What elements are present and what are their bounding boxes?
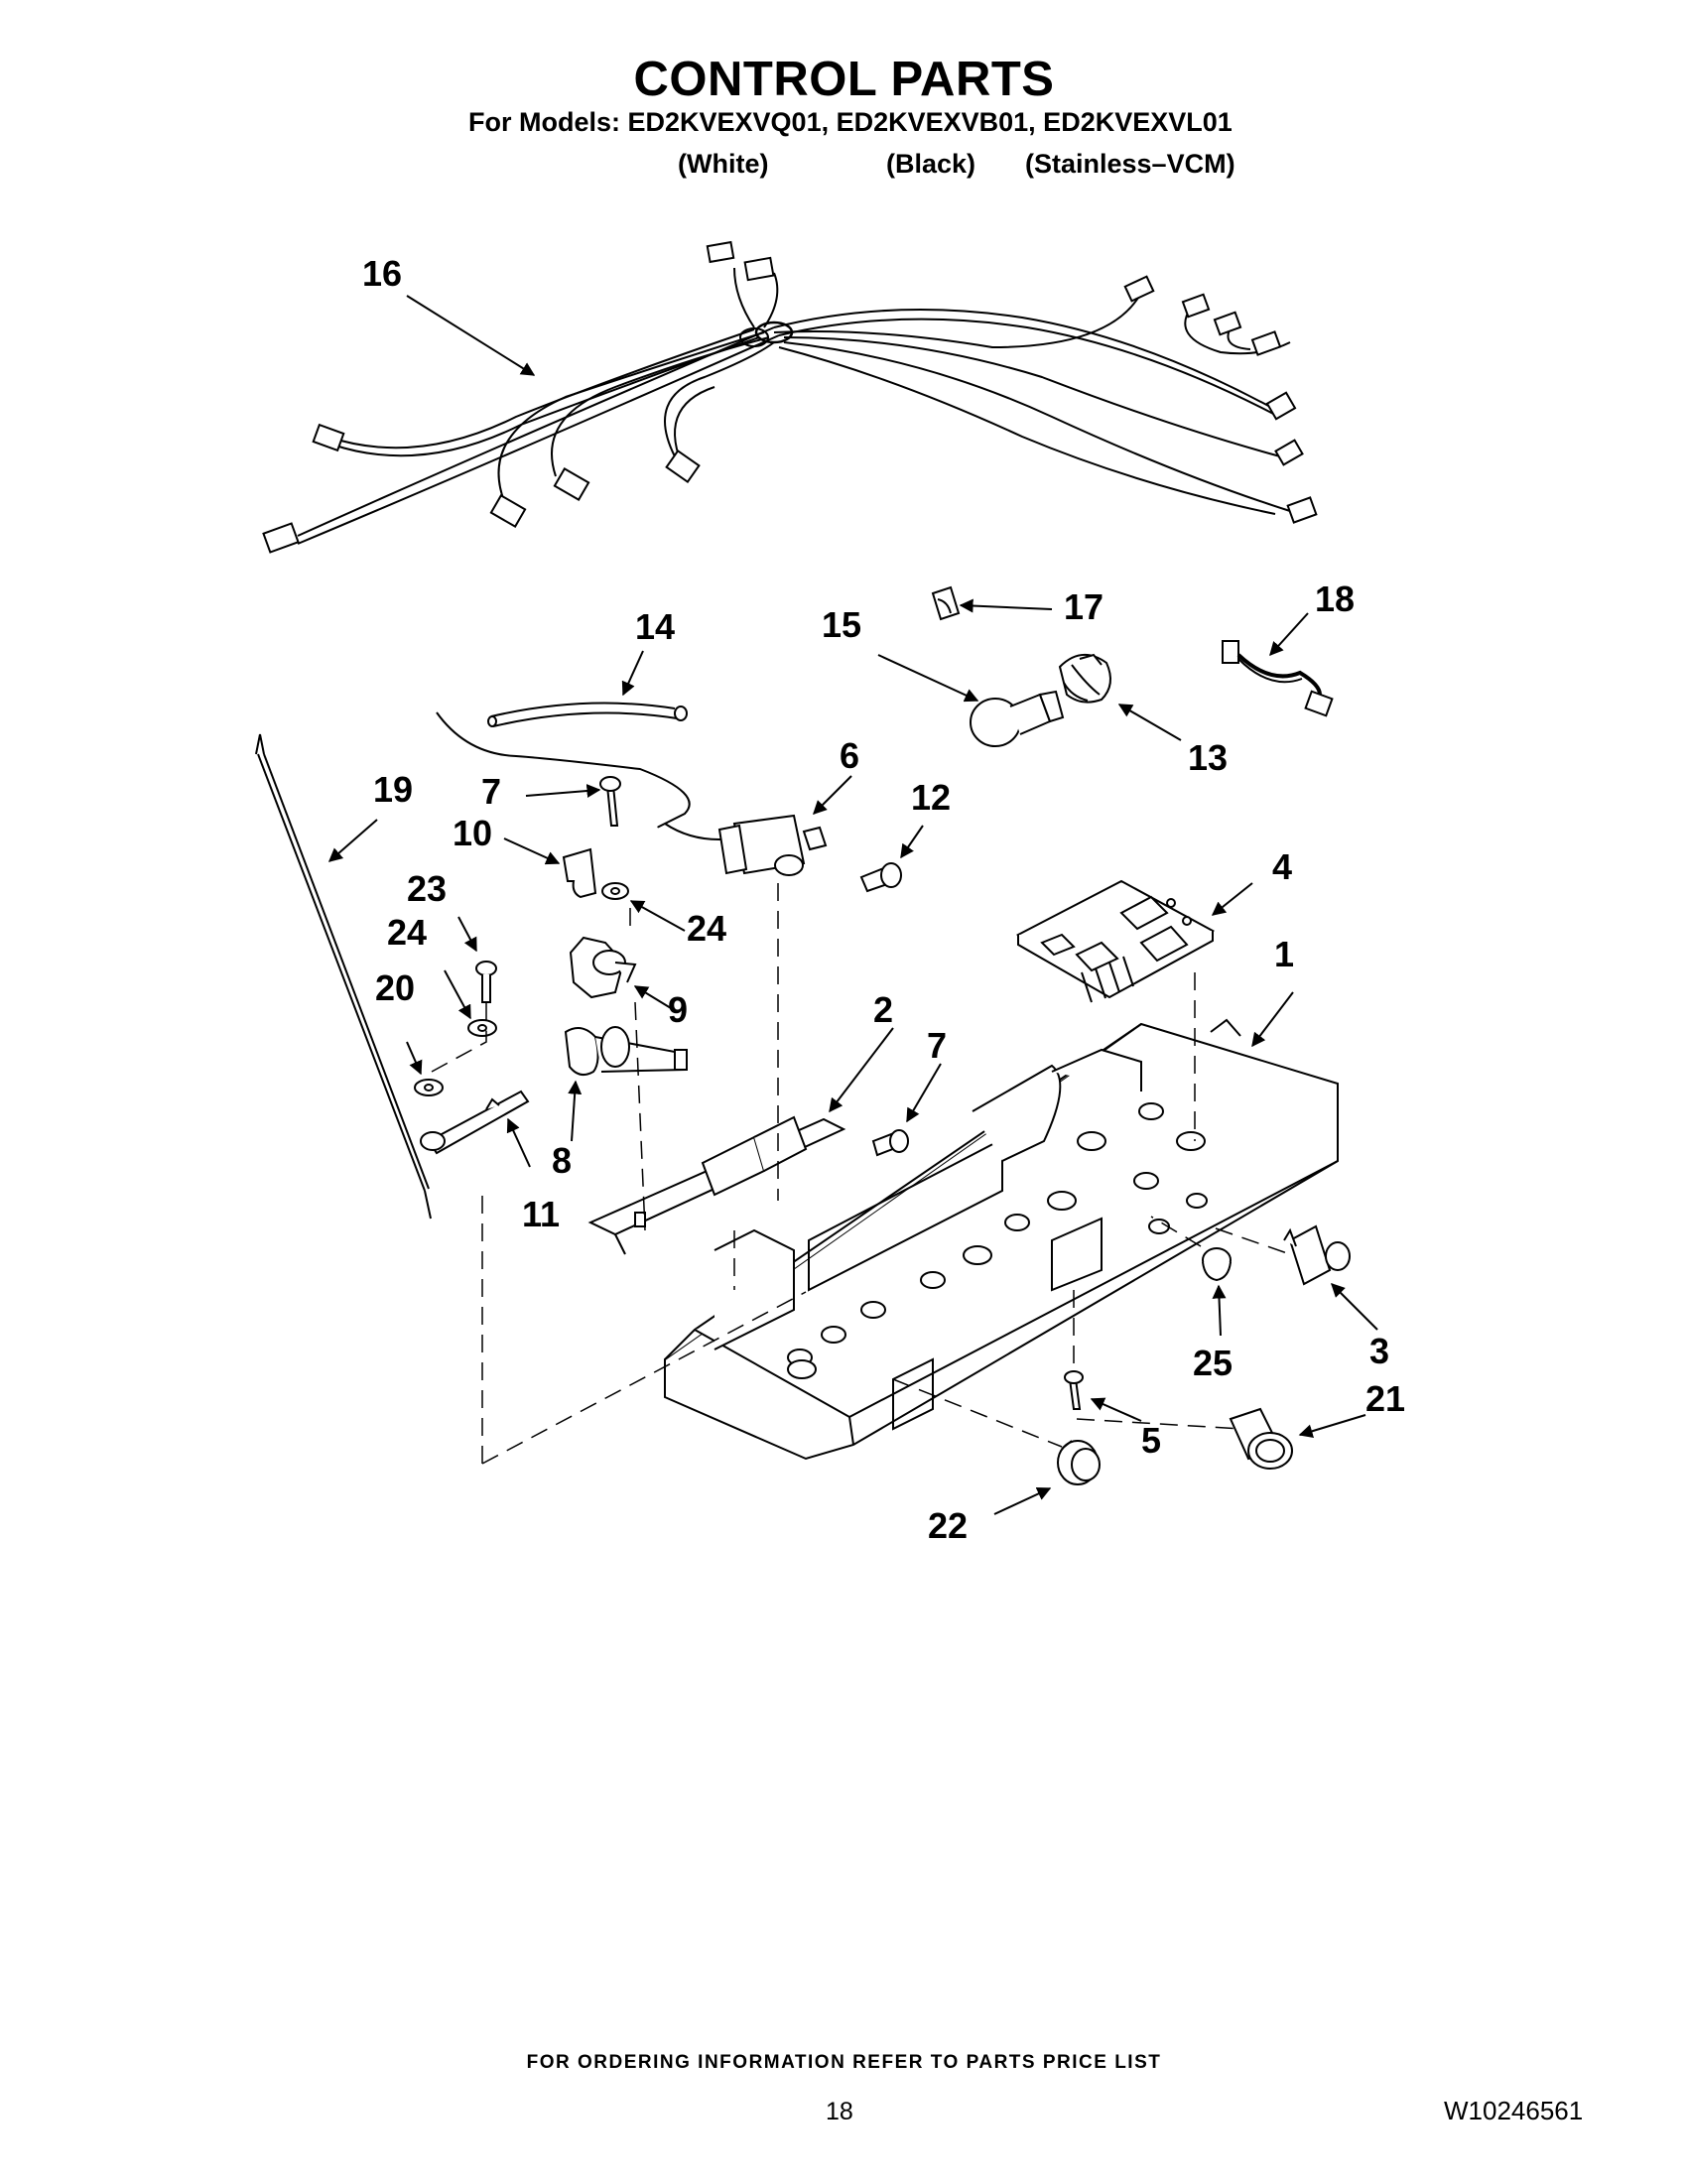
callout-21: 21 [1365, 1378, 1406, 1419]
callout-17: 17 [1064, 586, 1104, 627]
callout-9: 9 [668, 989, 689, 1030]
washer-upper-part [601, 882, 629, 900]
leader-arrows [327, 295, 1378, 1515]
callout-22: 22 [928, 1505, 969, 1546]
callout-23: 23 [407, 868, 448, 909]
screw-lower-part [871, 1129, 909, 1157]
color-stainless: (Stainless–VCM) [1025, 149, 1235, 179]
switch-part [1283, 1224, 1351, 1286]
screw-upper-part [599, 776, 621, 827]
callout-14: 14 [635, 606, 676, 647]
control-housing-part [664, 1018, 1339, 1461]
lamp-socket-clip-part [931, 585, 961, 621]
callout-8: 8 [552, 1140, 573, 1181]
model-list: For Models: ED2KVEXVQ01, ED2KVEXVB01, ED… [468, 107, 1233, 137]
callout-10: 10 [453, 813, 493, 853]
button-21-part [1229, 1407, 1293, 1470]
color-white: (White) [678, 149, 769, 179]
callout-1: 1 [1274, 934, 1295, 974]
callout-7-lower: 7 [927, 1025, 948, 1066]
callout-20: 20 [375, 967, 416, 1008]
callout-18: 18 [1315, 578, 1356, 619]
washer-20-part [414, 1079, 444, 1096]
ordering-note: FOR ORDERING INFORMATION REFER TO PARTS … [526, 2052, 1162, 2073]
damper-lever-part [420, 1090, 530, 1155]
callout-12: 12 [911, 777, 952, 818]
washer-lower-part [467, 1019, 497, 1037]
control-board-part [1015, 879, 1216, 1003]
button-22-part [1057, 1440, 1101, 1485]
mounting-bracket-part [587, 1115, 846, 1255]
callout-7-upper: 7 [481, 771, 502, 812]
callout-13: 13 [1188, 737, 1229, 778]
screw-5-part [1064, 1370, 1084, 1410]
bracket-part [569, 936, 637, 999]
tubing-part [487, 702, 688, 727]
callout-5: 5 [1141, 1420, 1162, 1461]
callout-15: 15 [822, 604, 862, 645]
harness-connectors [262, 240, 1318, 554]
damper-shaft-part [564, 1026, 688, 1077]
spring-clip-part [562, 847, 597, 899]
callout-3: 3 [1369, 1331, 1390, 1371]
document-number: W10246561 [1444, 2096, 1584, 2125]
screw-part [859, 862, 902, 893]
wiring-harness-part [297, 267, 1291, 545]
callout-4: 4 [1272, 846, 1293, 887]
lamp-socket-part [1058, 653, 1111, 704]
callout-25: 25 [1193, 1343, 1234, 1383]
control-thermostat-part [436, 711, 828, 876]
color-black: (Black) [886, 149, 976, 179]
screw-small-part [475, 961, 497, 1003]
callout-2: 2 [873, 989, 894, 1030]
callout-6: 6 [840, 735, 860, 776]
assembly-lines [431, 883, 1291, 1465]
page-number: 18 [826, 2098, 853, 2125]
callout-16: 16 [362, 253, 403, 294]
damper-rod-part [255, 733, 432, 1220]
callout-11: 11 [522, 1194, 561, 1234]
page-title: CONTROL PARTS [633, 53, 1055, 106]
callout-24-left: 24 [387, 912, 428, 953]
callout-24-right: 24 [687, 908, 727, 949]
light-bulb-part [970, 690, 1065, 747]
wire-jumper-part [1222, 640, 1334, 717]
callout-19: 19 [373, 769, 414, 810]
plug-part [1202, 1247, 1232, 1282]
